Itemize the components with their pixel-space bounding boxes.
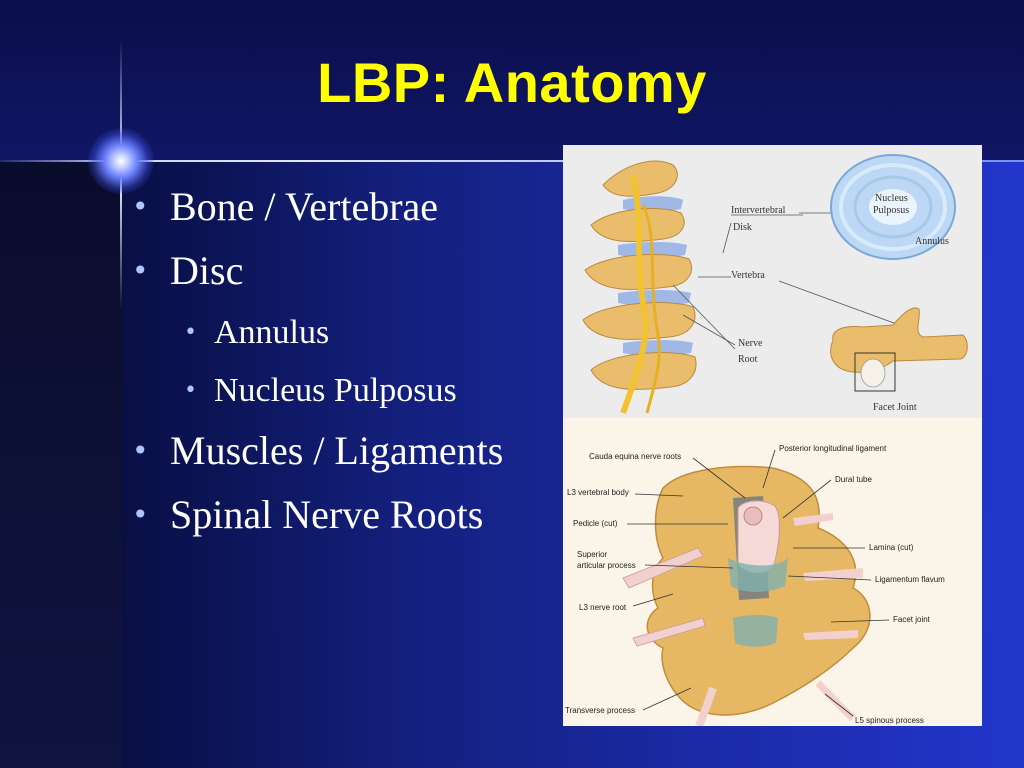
label-facet-joint-bottom: Facet joint: [893, 615, 930, 624]
lumbar-illustration: Cauda equina nerve roots Posterior longi…: [563, 418, 982, 726]
label-ligamentum-flavum: Ligamentum flavum: [875, 575, 945, 584]
label-intervertebral: Intervertebral: [731, 205, 786, 216]
bullet-label: Bone / Vertebrae: [170, 184, 439, 229]
label-l3-body: L3 vertebral body: [567, 488, 629, 497]
bullet-label: Muscles / Ligaments: [170, 428, 504, 473]
label-transverse-process: Transverse process: [565, 706, 635, 715]
bullet-item-bone: • Bone / Vertebrae: [130, 180, 503, 244]
label-articular-process: articular process: [577, 561, 636, 570]
bullet-dot-icon: •: [184, 378, 197, 403]
bullet-label: Spinal Nerve Roots: [170, 492, 484, 537]
bullet-dot-icon: •: [132, 434, 149, 467]
bullet-dot-icon: •: [132, 254, 149, 287]
label-l5-spinous: L5 spinous process: [855, 716, 924, 725]
bullet-item-nerve-roots: • Spinal Nerve Roots: [130, 488, 503, 552]
lumbar-illustration-graphic: [622, 449, 890, 726]
bullet-label: Nucleus Pulposus: [214, 372, 457, 409]
bullet-item-muscles: • Muscles / Ligaments: [130, 424, 503, 488]
label-l3-nerve-root: L3 nerve root: [579, 603, 627, 612]
bullet-dot-icon: •: [184, 320, 197, 345]
sub-bullet-annulus: • Annulus: [130, 308, 503, 366]
slide-title: LBP: Anatomy: [317, 51, 707, 114]
label-pulposus: Pulposus: [873, 205, 910, 216]
label-nerve: Nerve: [738, 338, 763, 349]
label-annulus: Annulus: [915, 236, 949, 247]
label-dural-tube: Dural tube: [835, 475, 872, 484]
spine-illustration: Intervertebral Disk Vertebra Nerve Root …: [563, 145, 982, 418]
lens-flare-icon: [88, 128, 154, 194]
horizontal-light-line: [0, 160, 1024, 162]
label-vertebra: Vertebra: [731, 270, 765, 281]
bullet-dot-icon: •: [132, 498, 149, 531]
label-posterior-ligament: Posterior longitudinal ligament: [779, 444, 887, 453]
label-pedicle: Pedicle (cut): [573, 519, 618, 528]
label-nucleus: Nucleus: [875, 193, 908, 204]
label-disk: Disk: [733, 222, 752, 233]
bullet-label: Disc: [170, 248, 244, 293]
left-band: [0, 162, 122, 768]
spine-illustration-graphic: [582, 154, 968, 415]
label-lamina: Lamina (cut): [869, 543, 914, 552]
bullet-label: Annulus: [214, 314, 330, 351]
label-facet-joint: Facet Joint: [873, 402, 917, 413]
sub-bullet-nucleus: • Nucleus Pulposus: [130, 366, 503, 424]
label-superior: Superior: [577, 550, 608, 559]
bullet-item-disc: • Disc: [130, 244, 503, 308]
bullet-dot-icon: •: [132, 190, 149, 223]
label-cauda-equina: Cauda equina nerve roots: [589, 452, 682, 461]
label-root: Root: [738, 354, 758, 365]
title-band: [0, 0, 1024, 162]
bullet-list: • Bone / Vertebrae • Disc • Annulus • Nucleu…: [130, 180, 503, 552]
